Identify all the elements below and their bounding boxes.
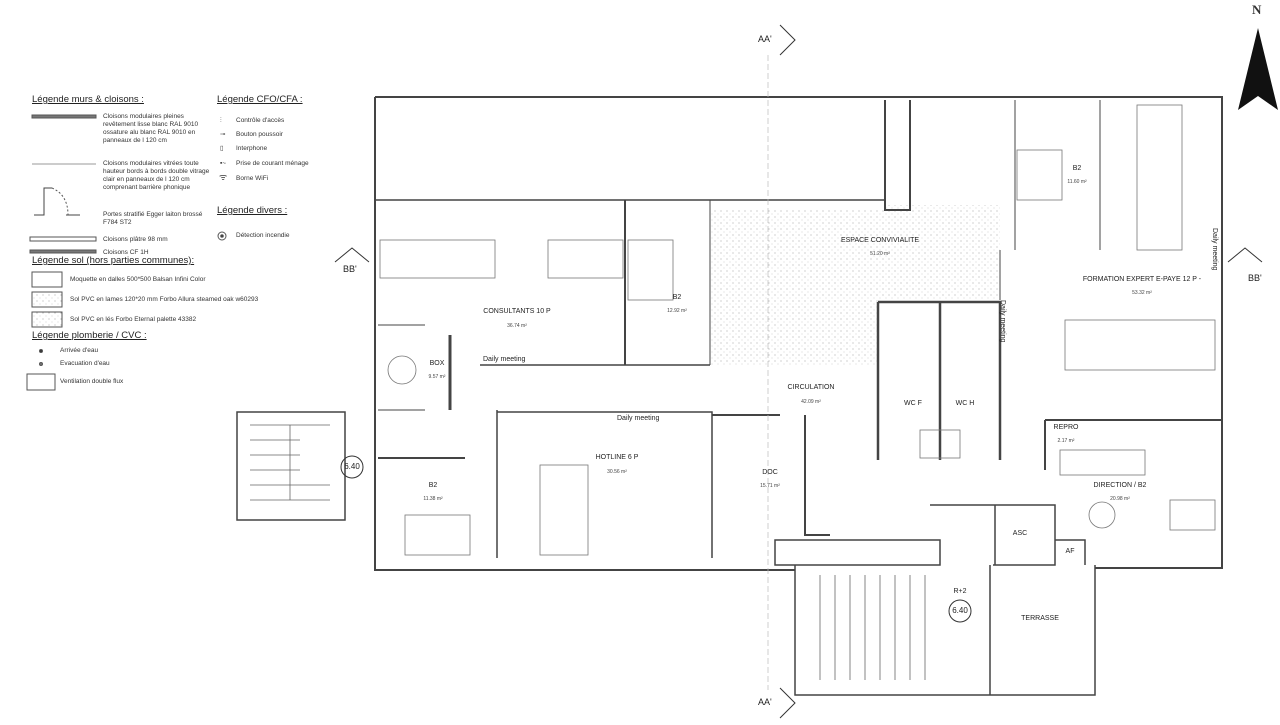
- legend-cfo-item: Prise de courant ménage: [236, 160, 309, 167]
- daily-meeting-label: Daily meeting: [483, 356, 526, 363]
- room-area: 20.98 m²: [1110, 496, 1130, 502]
- room-area: 30.56 m²: [607, 469, 627, 475]
- walls: [236, 96, 1223, 696]
- room-area: 2.17 m²: [1057, 438, 1075, 444]
- interphone-icon: ▯: [220, 145, 224, 152]
- room-name: B2: [672, 294, 682, 301]
- section-bb-right: BB': [1248, 273, 1262, 283]
- stairs: [250, 424, 926, 680]
- legend-wall-item: Cloisons modulaires vitrées toute hauteu…: [103, 160, 210, 191]
- legend-sol-title: Légende sol (hors parties communes):: [32, 255, 195, 266]
- daily-meeting-label: Daily meeting: [999, 300, 1006, 343]
- room-name: B2: [1072, 165, 1082, 172]
- room-area: 51.20 m²: [870, 251, 890, 257]
- asc-label: ASC: [1012, 530, 1028, 537]
- legend-sol-item: Sol PVC en lés Forbo Eternal palette 433…: [70, 316, 197, 323]
- legend-plomberie-item: Arrivée d'eau: [60, 347, 99, 354]
- af-label: AF: [1065, 548, 1075, 555]
- level-marker: 6.40: [344, 462, 360, 471]
- legend-wall-item: Portes stratifié Egger laiton brossé F78…: [103, 211, 203, 226]
- furniture: [379, 104, 1216, 556]
- terrasse-label: TERRASSE: [1021, 615, 1059, 622]
- level-marker: 6.40: [952, 606, 968, 615]
- legend-sol-item: Sol PVC en lames 120*20 mm Forbo Allura …: [70, 296, 259, 303]
- wc-h-label: WC H: [955, 400, 975, 407]
- push-button-icon: ⊸: [220, 131, 226, 138]
- legend-swatches: [26, 114, 227, 391]
- power-outlet-icon: ▪~: [220, 160, 227, 167]
- legend-plomberie-title: Légende plomberie / CVC :: [32, 330, 147, 341]
- room-area: 15.71 m²: [760, 483, 780, 489]
- room-name: B2: [428, 482, 438, 489]
- section-aa-top: AA': [758, 34, 772, 44]
- room-name: HOTLINE 6 P: [595, 454, 639, 461]
- room-area: 9.57 m²: [428, 374, 446, 380]
- room-name: BOX: [429, 360, 445, 367]
- wifi-icon: ᯤ: [219, 172, 228, 182]
- legend-plomberie-item: Evacuation d'eau: [60, 360, 110, 367]
- room-area: 53.32 m²: [1132, 290, 1152, 296]
- access-control-icon: ⫶: [220, 117, 222, 124]
- north-label: N: [1252, 2, 1262, 17]
- north-arrow-icon: [1238, 28, 1278, 110]
- legend-sol-item: Moquette en dalles 500*500 Balsan Infini…: [70, 276, 206, 283]
- legend-wall-item: Cloisons modulaires pleines revêtement l…: [103, 113, 199, 144]
- room-name: DIRECTION / B2: [1093, 482, 1147, 489]
- section-markers: [334, 24, 1263, 719]
- room-area: 12.92 m²: [667, 308, 687, 314]
- legend-plomberie-item: Ventilation double flux: [60, 378, 124, 385]
- legend-cfo-item: Bouton poussoir: [236, 131, 283, 138]
- room-area: 42.09 m²: [801, 399, 821, 405]
- room-name: CIRCULATION: [787, 384, 835, 391]
- legend-divers-title: Légende divers :: [217, 205, 288, 216]
- wc-f-label: WC F: [904, 400, 922, 407]
- legend-cfo-item: Borne WiFi: [236, 175, 269, 182]
- section-bb-left: BB': [343, 264, 357, 274]
- legend-walls-title: Légende murs & cloisons :: [32, 94, 144, 105]
- room-name: REPRO: [1053, 424, 1079, 431]
- daily-meeting-label: Daily meeting: [617, 415, 660, 422]
- room-name: DOC: [762, 469, 778, 476]
- room-name: FORMATION EXPERT E-PAYE 12 P -: [1082, 276, 1202, 283]
- daily-meeting-label: Daily meeting: [1211, 228, 1218, 271]
- room-area: 11.60 m²: [1067, 179, 1087, 185]
- legend-divers-item: Détection incendie: [236, 232, 290, 239]
- legend-cfo-title: Légende CFO/CFA :: [217, 94, 303, 105]
- room-area: 36.74 m²: [507, 323, 527, 329]
- room-area: 11.38 m²: [423, 496, 443, 502]
- room-name: ESPACE CONVIVIALITE: [840, 237, 920, 244]
- floor-label: R+2: [953, 588, 967, 595]
- section-aa-bottom: AA': [758, 697, 772, 707]
- legend-cfo-item: Interphone: [236, 145, 268, 152]
- legend-cfo-item: Contrôle d'accès: [236, 117, 285, 124]
- room-name: CONSULTANTS 10 P: [483, 308, 551, 315]
- legend-wall-item: Cloisons CF 1H: [103, 249, 149, 256]
- legend-wall-item: Cloisons plâtre 98 mm: [103, 236, 168, 243]
- espace-convivialite-floor: [710, 205, 1000, 365]
